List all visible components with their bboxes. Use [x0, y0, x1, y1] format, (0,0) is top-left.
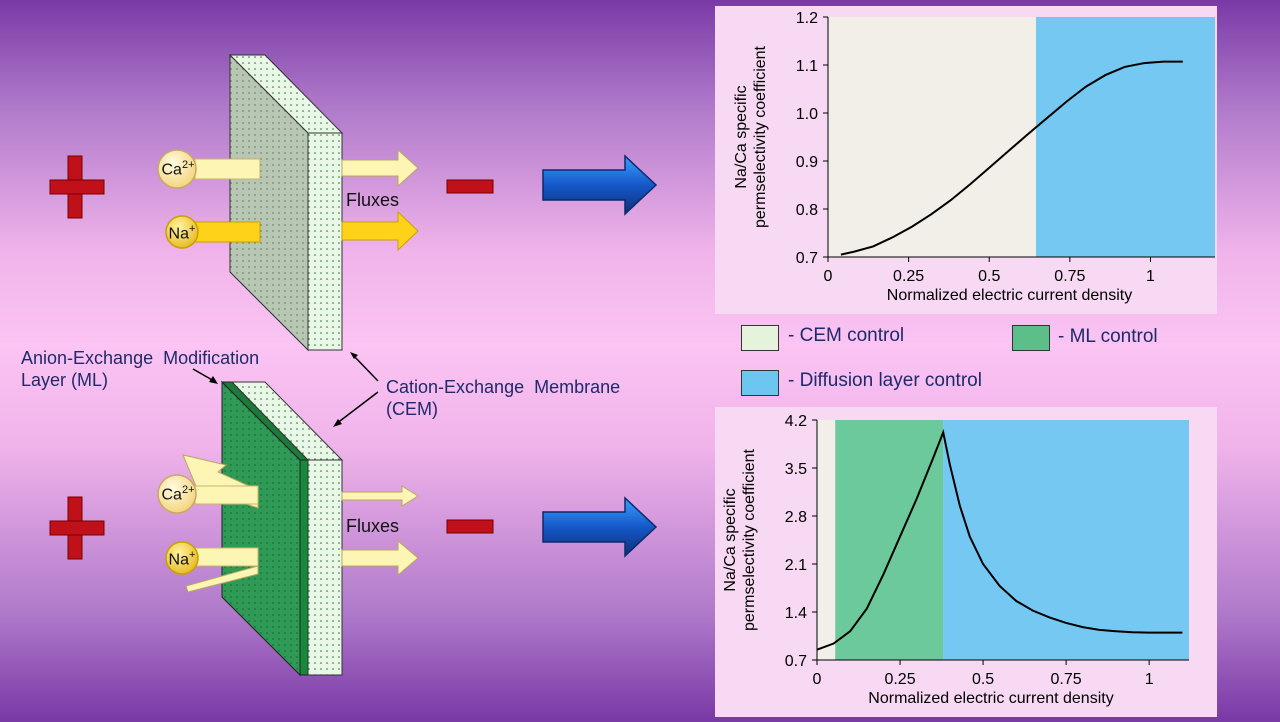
ca-outflow-arrow-bottom — [341, 485, 419, 507]
na-outflow-arrow-bottom — [341, 539, 419, 577]
y-tick-label: 0.7 — [796, 250, 818, 267]
ion-charge: 2+ — [181, 159, 195, 171]
ml-label-line2: Layer (ML) — [21, 370, 109, 390]
y-axis-label-line2: permselectivity coefficient — [741, 448, 758, 631]
data-line — [816, 428, 1183, 651]
minus-icon — [446, 519, 494, 534]
y-tick-label: 1.2 — [796, 10, 818, 27]
x-axis-label: Normalized electric current density — [868, 690, 1113, 707]
legend-swatch-diffusion — [741, 370, 779, 396]
cem-label-line1: Cation-Exchange Membrane — [386, 377, 621, 397]
fluxes-label-top: Fluxes — [346, 190, 400, 210]
y-tick-label: 0.8 — [796, 202, 818, 219]
ion-charge: + — [189, 549, 196, 561]
y-tick-label: 4.2 — [785, 413, 807, 430]
ion-symbol: Na — [168, 225, 189, 243]
x-tick-label: 0.75 — [1051, 671, 1082, 688]
na-outflow-arrow-top — [341, 210, 419, 252]
ml-label: Anion-Exchange Modification Layer (ML) — [21, 347, 259, 391]
ca-outflow-arrow-top — [341, 148, 419, 188]
ion-charge: 2+ — [181, 484, 195, 496]
na-ion-bottom — [165, 541, 199, 575]
na-inflow-arrow-bottom — [194, 547, 259, 567]
y-tick-label: 1.1 — [796, 58, 818, 75]
ca-ion-label-top: Ca2+ — [160, 159, 196, 179]
chart-bottom: 0.7 1.4 2.1 2.8 3.5 4.2 0 0.25 0.5 0.75 1Normalize… — [722, 413, 1189, 707]
na-reflected-arrow — [185, 565, 259, 593]
na-ion-label-top: Na+ — [166, 223, 198, 243]
region-ml-control — [835, 420, 944, 660]
x-tick-label: 0.5 — [978, 268, 1000, 285]
fluxes-label-bottom: Fluxes — [346, 516, 400, 536]
y-tick-label: 2.1 — [785, 557, 807, 574]
ca-ion-label-bottom: Ca2+ — [160, 484, 196, 504]
plus-icon — [49, 155, 105, 219]
ion-symbol: Ca — [161, 486, 182, 504]
arrow-right-icon — [542, 154, 658, 216]
ion-symbol: Ca — [161, 161, 182, 179]
cem-label-line2: (CEM) — [386, 399, 438, 419]
y-tick-label: 0.7 — [785, 653, 807, 670]
y-tick-label: 1.4 — [785, 605, 807, 622]
ca-ion-bottom — [157, 474, 197, 514]
ca-inflow-arrow-bottom — [194, 485, 259, 505]
region-diffusion-layer-control — [1036, 17, 1215, 257]
ion-charge: + — [189, 223, 196, 235]
x-tick-label: 1 — [1145, 671, 1154, 688]
bottom-membrane — [220, 380, 344, 677]
region-diffusion-layer-control — [943, 420, 1189, 660]
x-tick-label: 1 — [1146, 268, 1155, 285]
na-inflow-arrow-top — [194, 221, 261, 243]
na-ion-top — [165, 215, 199, 249]
na-ion-label-bottom: Na+ — [166, 549, 198, 569]
legend-label-diffusion: - Diffusion layer control — [788, 370, 982, 391]
ca-inflow-arrow-top — [194, 158, 261, 180]
y-tick-label: 0.9 — [796, 154, 818, 171]
legend-label-cem: - CEM control — [788, 325, 905, 346]
top-membrane — [228, 53, 344, 352]
y-tick-label: 2.8 — [785, 509, 807, 526]
x-tick-label: 0.5 — [972, 671, 994, 688]
data-line — [840, 60, 1183, 256]
y-axis-label-line1: Na/Ca specific — [733, 85, 750, 188]
y-axis-label-line1: Na/Ca specific — [722, 488, 739, 591]
x-tick-label: 0.75 — [1054, 268, 1085, 285]
ml-label-line1: Anion-Exchange Modification — [21, 348, 260, 368]
x-tick-label: 0.25 — [884, 671, 915, 688]
minus-icon — [446, 179, 494, 194]
ca-ion-top — [157, 149, 197, 189]
y-tick-label: 3.5 — [785, 461, 807, 478]
legend-label-ml: - ML control — [1058, 326, 1158, 347]
ion-symbol: Na — [168, 551, 189, 569]
cem-label: Cation-Exchange Membrane (CEM) — [386, 376, 620, 420]
y-axis-label-line2: permselectivity coefficient — [752, 45, 769, 228]
x-tick-label: 0 — [813, 671, 822, 688]
legend-swatch-cem — [741, 325, 779, 351]
membrane-diagram — [49, 53, 658, 677]
y-tick-label: 1.0 — [796, 106, 818, 123]
region-cem-control — [817, 420, 836, 660]
arrow-right-icon — [542, 496, 658, 558]
plus-icon — [49, 496, 105, 560]
chart-top: 0.7 0.8 0.9 1.0 1.1 1.2 0 0.25 0.5 0.75 1Normalize… — [733, 10, 1215, 304]
x-tick-label: 0.25 — [893, 268, 924, 285]
legend-swatch-ml — [1012, 325, 1050, 351]
x-axis-label: Normalized electric current density — [887, 287, 1132, 304]
x-tick-label: 0 — [824, 268, 833, 285]
region-cem-control — [828, 17, 1037, 257]
